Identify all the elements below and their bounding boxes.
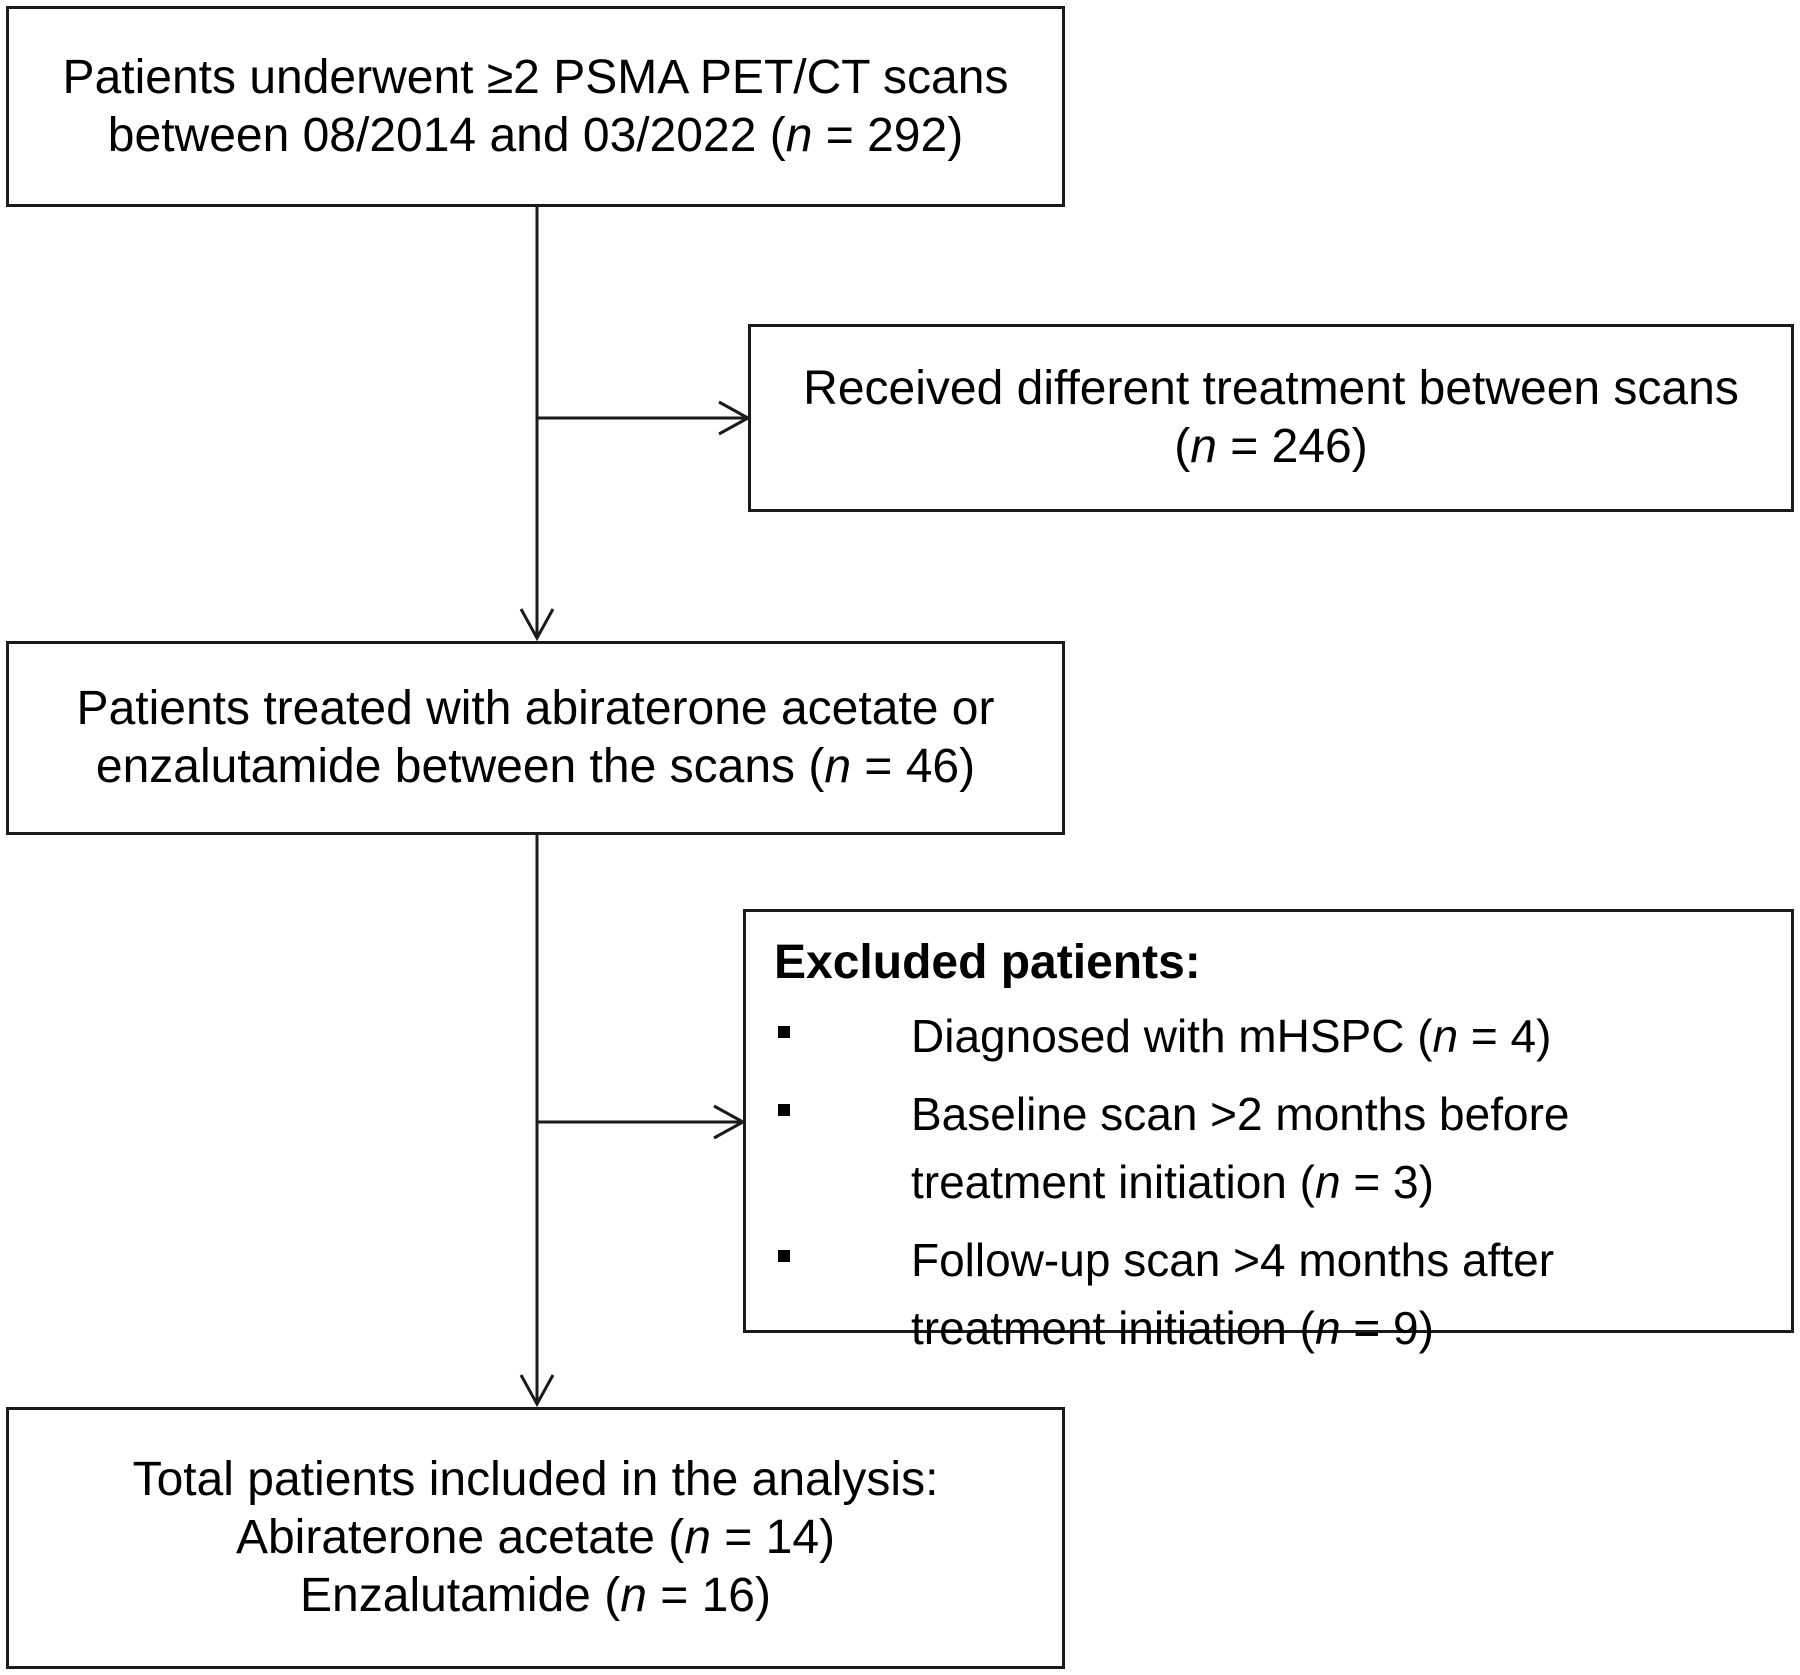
box-patients-underwent-scans: Patients underwent ≥2 PSMA PET/CT scans … bbox=[6, 6, 1065, 207]
box-line: (n = 246) bbox=[1174, 420, 1368, 473]
excluded-item-text: Baseline scan >2 months before bbox=[911, 1088, 1570, 1140]
arrowhead-down-1 bbox=[519, 608, 555, 642]
excluded-item: Baseline scan >2 months before treatment… bbox=[774, 1080, 1791, 1216]
box-line: Patients treated with abiraterone acetat… bbox=[76, 682, 995, 735]
excluded-item-text: treatment initiation (n = 9) bbox=[911, 1302, 1434, 1354]
box-treated-patients: Patients treated with abiraterone acetat… bbox=[6, 641, 1065, 835]
box-line: enzalutamide between the scans (n = 46) bbox=[95, 740, 976, 793]
box-total-patients: Total patients included in the analysis:… bbox=[6, 1407, 1065, 1669]
box-different-treatment: Received different treatment between sca… bbox=[748, 324, 1794, 512]
bullet-square-icon bbox=[778, 1250, 790, 1262]
bullet-square-icon bbox=[778, 1104, 790, 1116]
bullet-square-icon bbox=[778, 1026, 790, 1038]
excluded-item: Diagnosed with mHSPC (n = 4) bbox=[774, 1002, 1791, 1070]
box-excluded-patients: Excluded patients: Diagnosed with mHSPC … bbox=[743, 909, 1794, 1354]
box-line: Patients underwent ≥2 PSMA PET/CT scans bbox=[62, 50, 1009, 104]
box-line: Enzalutamide (n = 16) bbox=[300, 1569, 771, 1622]
box-line: Received different treatment between sca… bbox=[803, 362, 1739, 415]
box-line: Abiraterone acetate (n = 14) bbox=[235, 1511, 836, 1564]
excluded-item-text: treatment initiation (n = 3) bbox=[911, 1156, 1434, 1208]
excluded-item: Follow-up scan >4 months after treatment… bbox=[774, 1226, 1791, 1362]
excluded-item-text: Follow-up scan >4 months after bbox=[911, 1234, 1555, 1286]
excluded-item-text: Diagnosed with mHSPC (n = 4) bbox=[911, 1010, 1552, 1062]
excluded-heading: Excluded patients: bbox=[774, 936, 1201, 989]
box-line: Total patients included in the analysis: bbox=[132, 1453, 939, 1506]
box-line: between 08/2014 and 03/2022 (n = 292) bbox=[107, 108, 964, 162]
arrowhead-down-2 bbox=[519, 1374, 555, 1408]
